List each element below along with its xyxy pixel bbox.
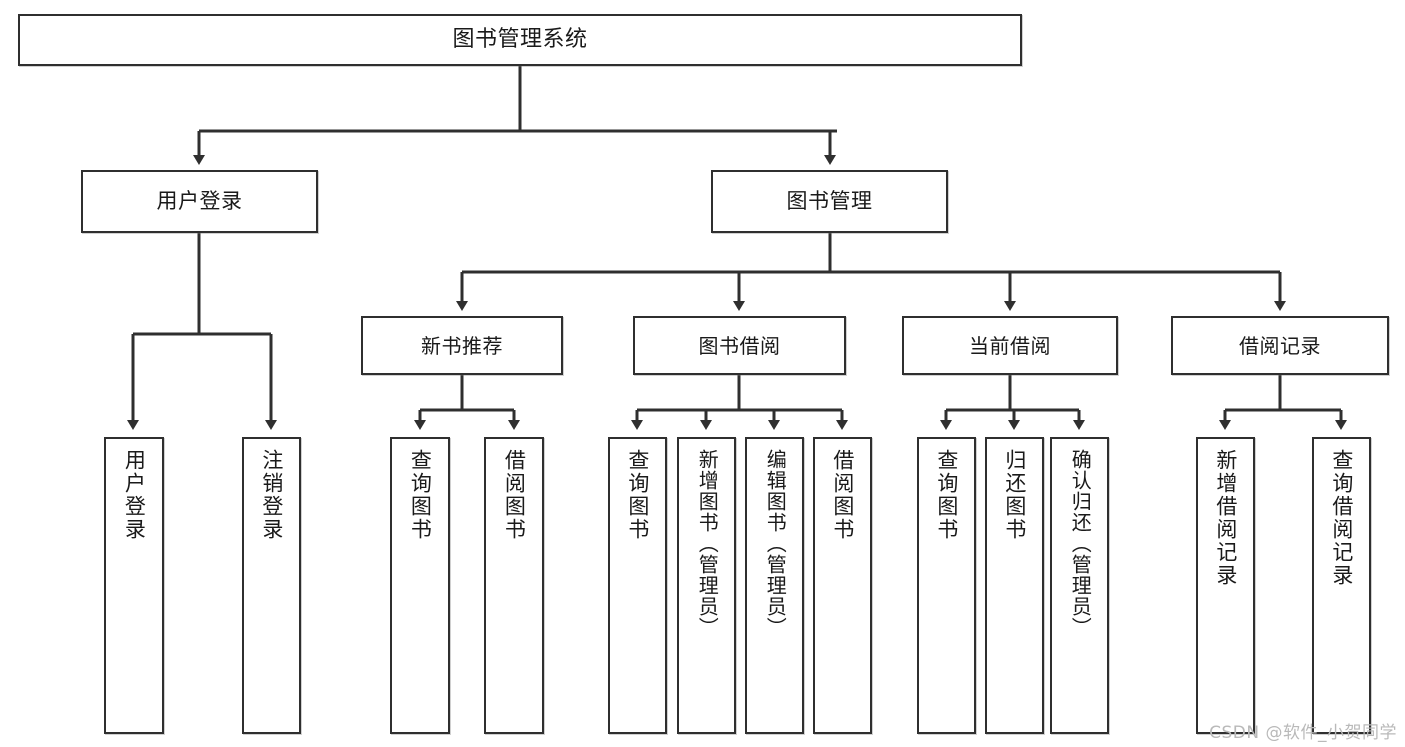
leaf-query-borrow-record-label: 查询借阅记录 <box>1329 449 1354 587</box>
leaf-confirm-return-admin[interactable]: 确认归还（管理员） <box>1050 437 1109 734</box>
node-user-login-label: 用户登录 <box>156 188 243 213</box>
leaf-query-book-newbook[interactable]: 查询图书 <box>390 437 450 734</box>
node-borrow-record[interactable]: 借阅记录 <box>1171 316 1389 375</box>
leaf-add-borrow-record-label: 新增借阅记录 <box>1213 449 1238 587</box>
leaf-add-book-admin-label: 新增图书（管理员） <box>695 449 720 638</box>
node-book-manage[interactable]: 图书管理 <box>711 170 948 233</box>
node-current-borrow[interactable]: 当前借阅 <box>902 316 1118 375</box>
leaf-borrow-book-newbook[interactable]: 借阅图书 <box>484 437 544 734</box>
node-book-manage-label: 图书管理 <box>786 188 873 213</box>
node-borrow-record-label: 借阅记录 <box>1239 333 1321 358</box>
leaf-borrow-book-newbook-label: 借阅图书 <box>502 449 527 541</box>
leaf-edit-book-admin[interactable]: 编辑图书（管理员） <box>745 437 804 734</box>
node-root[interactable]: 图书管理系统 <box>18 14 1022 66</box>
leaf-add-book-admin[interactable]: 新增图书（管理员） <box>677 437 736 734</box>
leaf-query-borrow-record[interactable]: 查询借阅记录 <box>1312 437 1371 734</box>
leaf-edit-book-admin-label: 编辑图书（管理员） <box>763 449 788 638</box>
node-book-borrow-label: 图书借阅 <box>698 333 781 358</box>
node-new-book-recommend[interactable]: 新书推荐 <box>361 316 563 375</box>
leaf-user-login-label: 用户登录 <box>122 449 147 541</box>
node-root-label: 图书管理系统 <box>452 26 588 52</box>
leaf-query-book-current-label: 查询图书 <box>934 449 959 541</box>
leaf-user-logout-label: 注销登录 <box>259 449 284 541</box>
leaf-query-book-borrow-label: 查询图书 <box>625 449 650 541</box>
leaf-query-book-current[interactable]: 查询图书 <box>917 437 976 734</box>
leaf-user-login[interactable]: 用户登录 <box>104 437 164 734</box>
leaf-query-book-newbook-label: 查询图书 <box>408 449 433 541</box>
leaf-return-book-label: 归还图书 <box>1002 449 1027 541</box>
leaf-user-logout[interactable]: 注销登录 <box>242 437 301 734</box>
leaf-add-borrow-record[interactable]: 新增借阅记录 <box>1196 437 1255 734</box>
node-current-borrow-label: 当前借阅 <box>969 333 1051 358</box>
leaf-borrow-book[interactable]: 借阅图书 <box>813 437 872 734</box>
leaf-borrow-book-label: 借阅图书 <box>830 449 855 541</box>
leaf-return-book[interactable]: 归还图书 <box>985 437 1044 734</box>
leaf-query-book-borrow[interactable]: 查询图书 <box>608 437 667 734</box>
node-book-borrow[interactable]: 图书借阅 <box>633 316 846 375</box>
node-new-book-recommend-label: 新书推荐 <box>421 333 503 358</box>
node-user-login[interactable]: 用户登录 <box>81 170 318 233</box>
leaf-confirm-return-admin-label: 确认归还（管理员） <box>1068 449 1093 638</box>
csdn-watermark: CSDN @软件_小贺同学 <box>1209 723 1397 743</box>
